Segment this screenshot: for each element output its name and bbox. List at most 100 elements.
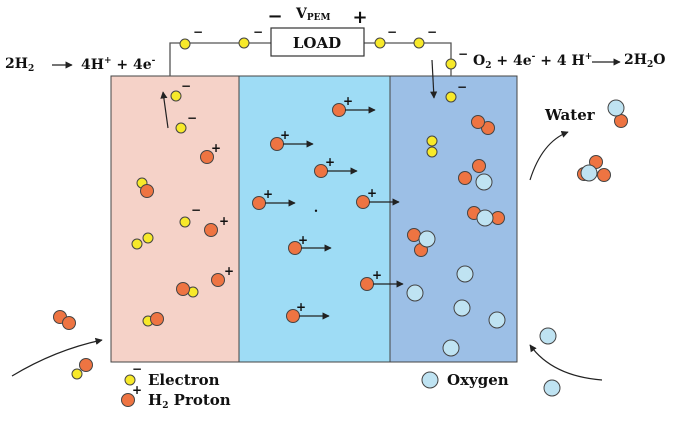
cathode-eq-mid2: + 4 H <box>535 53 585 69</box>
legend-electron-minus: − <box>132 362 142 376</box>
membrane-dot: • <box>314 207 319 216</box>
voltage-label: VPEM <box>295 6 331 23</box>
electron-minus-sign: − <box>458 47 468 61</box>
oxygen <box>607 99 625 117</box>
oxygen <box>476 209 494 227</box>
electron <box>71 368 83 380</box>
oxygen <box>456 265 474 283</box>
electron <box>175 122 187 134</box>
proton <box>79 358 93 372</box>
voltage-label-main: V <box>295 6 308 22</box>
legend-proton-prefix: H <box>148 391 163 409</box>
anode-eq-plus: + 4e <box>111 57 152 73</box>
proton-plus-sign: + <box>263 187 273 201</box>
proton <box>176 282 190 296</box>
electron <box>142 232 154 244</box>
proton-plus-sign: + <box>372 268 382 282</box>
electron-minus-sign: − <box>457 80 467 94</box>
oxygen <box>539 327 557 345</box>
load-box <box>270 27 365 57</box>
proton <box>150 312 164 326</box>
anode-eq-plus-sup: - <box>151 56 156 66</box>
cathode-equation: O2 + 4e- + 4 H+ <box>473 52 592 71</box>
anode-equation: 2H2 <box>5 56 34 74</box>
proton-plus-sign: + <box>367 186 377 200</box>
electron <box>426 146 438 158</box>
legend-proton-label: H2 Proton <box>148 391 231 411</box>
oxygen <box>488 311 506 329</box>
proton-plus-sign: + <box>219 214 229 228</box>
oxygen-inflow-arrow <box>529 344 603 381</box>
electron <box>426 135 438 147</box>
voltage-minus: − <box>267 6 282 27</box>
water-outflow-arrow <box>529 130 569 181</box>
anode-eq-right-sup: + <box>103 56 112 66</box>
proton <box>140 184 154 198</box>
electron <box>445 91 457 103</box>
flow-arrows <box>11 58 621 381</box>
wire-electron <box>238 37 250 49</box>
anode-eq-right: 4H <box>81 57 104 73</box>
cathode-eq-right: 2H <box>624 52 647 68</box>
cathode-equation-products: 2H2O <box>624 52 665 70</box>
wire-electron <box>179 38 191 50</box>
electron-minus-sign: − <box>193 25 203 39</box>
water-label: Water <box>545 106 595 124</box>
electron-down-arrow <box>430 59 438 99</box>
proton-plus-sign: + <box>325 155 335 169</box>
legend-proton-text: Proton <box>168 391 231 409</box>
wire-electron <box>374 37 386 49</box>
proton <box>200 150 214 164</box>
electron <box>131 238 143 250</box>
proton-plus-sign: + <box>298 233 308 247</box>
oxygen <box>442 339 460 357</box>
proton-plus-sign: + <box>343 94 353 108</box>
legend-electron-marker <box>124 374 136 386</box>
proton <box>471 115 485 129</box>
voltage-label-sub: PEM <box>307 13 331 23</box>
cathode-eq-left: O <box>473 53 486 69</box>
cathode-eq-mid-sup: - <box>531 52 536 62</box>
cathode-eq-mid2-sup: + <box>584 52 593 62</box>
legend-electron-label: Electron <box>148 371 220 389</box>
oxygen <box>475 173 493 191</box>
electron-minus-sign: − <box>427 25 437 39</box>
legend-proton-marker <box>121 393 135 407</box>
wire-electron <box>413 37 425 49</box>
oxygen <box>580 164 598 182</box>
cathode-eq-right-end: O <box>653 52 666 68</box>
legend-proton-plus: + <box>132 383 142 397</box>
electron-minus-sign: − <box>181 79 191 93</box>
cathode-eq-mid: + 4e <box>491 53 532 69</box>
oxygen <box>453 299 471 317</box>
electron <box>179 216 191 228</box>
legend-oxygen-label: Oxygen <box>447 371 509 389</box>
proton-plus-sign: + <box>224 264 234 278</box>
proton-plus-sign: + <box>211 141 221 155</box>
electron-minus-sign: − <box>187 111 197 125</box>
cathode-eq-right-sub: 2 <box>646 60 654 70</box>
electron-minus-sign: − <box>191 203 201 217</box>
anode-equation-products: 4H+ + 4e- <box>81 56 155 73</box>
anode-eq-left-sub: 2 <box>27 64 35 74</box>
particles: −−−−−−−−−+++++++++++−+ <box>53 25 628 407</box>
legend-oxygen-marker <box>421 371 439 389</box>
electron-minus-sign: − <box>387 25 397 39</box>
voltage-plus: + <box>352 7 367 28</box>
proton-plus-sign: + <box>296 300 306 314</box>
membrane <box>238 75 391 363</box>
h2-inflow-arrow <box>11 337 103 377</box>
proton <box>458 171 472 185</box>
legend-proton-sub: 2 <box>162 401 169 411</box>
oxygen <box>418 230 436 248</box>
anode-chamber <box>110 75 240 363</box>
anode-eq-left: 2H <box>5 56 28 72</box>
oxygen <box>406 284 424 302</box>
proton <box>597 168 611 182</box>
load-label: LOAD <box>293 34 341 52</box>
electron <box>170 90 182 102</box>
electron-up-arrow <box>160 91 169 129</box>
cathode-eq-left-sub: 2 <box>485 61 492 71</box>
oxygen <box>543 379 561 397</box>
